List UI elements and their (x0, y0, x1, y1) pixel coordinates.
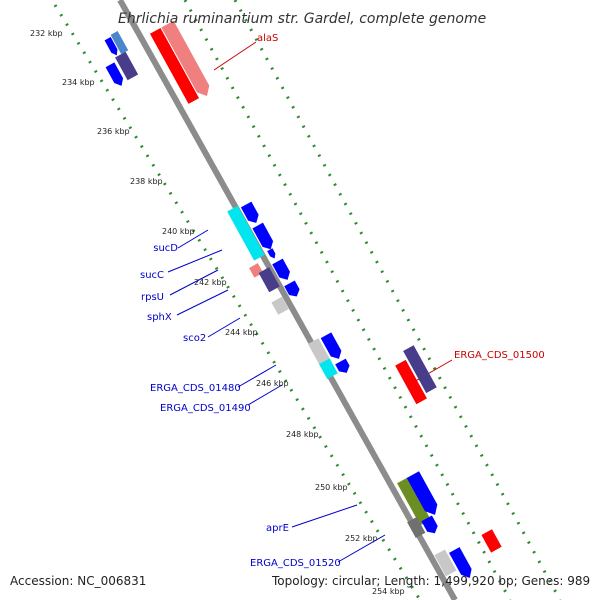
tick-label: 238 kbp (130, 177, 163, 186)
gene-feature (403, 345, 437, 394)
gene-feature (397, 477, 431, 526)
gene-feature (110, 30, 129, 55)
genome-backbone (117, 0, 458, 600)
tick-label: 232 kbp (30, 29, 63, 38)
tick-label: 254 kbp (372, 587, 405, 596)
tick-label: 246 kbp (256, 379, 289, 388)
gene-feature (115, 51, 139, 81)
gene-feature (272, 258, 290, 280)
gene-feature (407, 516, 426, 539)
gene-feature (449, 547, 472, 579)
gene-feature (320, 332, 342, 359)
gene-label-erga-cds-01520[interactable]: ERGA_CDS_01520 (250, 558, 341, 569)
genome-summary: Topology: circular; Length: 1,499,920 bp… (272, 574, 591, 588)
gene-label-erga-cds-01490[interactable]: ERGA_CDS_01490 (160, 403, 251, 414)
gene-feature (252, 222, 274, 250)
gene-label-succ[interactable]: sucC (140, 270, 164, 281)
gene-feature (149, 27, 200, 104)
gene-label-erga-cds-01480[interactable]: ERGA_CDS_01480 (150, 383, 241, 394)
gene-label-erga-cds-01500[interactable]: ERGA_CDS_01500 (454, 350, 545, 361)
gene-feature (395, 359, 427, 405)
tick-label: 252 kbp (345, 534, 378, 543)
tick-label: 250 kbp (315, 483, 348, 492)
tick-label: 244 kbp (225, 328, 258, 337)
gene-feature (434, 549, 457, 577)
gene-track (104, 20, 502, 579)
tick-label: 234 kbp (62, 78, 95, 87)
gene-feature (421, 515, 438, 534)
tick-label: 236 kbp (97, 127, 130, 136)
gene-feature (105, 62, 124, 86)
gene-label-alas[interactable]: alaS (257, 33, 278, 44)
gene-feature (406, 471, 438, 515)
gene-label-sco2[interactable]: sco2 (183, 333, 206, 344)
label-leader-alas (213, 41, 257, 71)
gene-feature (240, 201, 259, 223)
label-leader-lines (167, 229, 386, 563)
gene-feature (258, 267, 280, 293)
gene-label-rpsu[interactable]: rpsU (141, 292, 164, 303)
gene-feature (335, 358, 350, 373)
tick-label: 240 kbp (162, 227, 195, 236)
gene-label-sucd[interactable]: sucD (153, 243, 178, 254)
gene-feature (227, 205, 265, 261)
accession-label: Accession: NC_006831 (10, 574, 147, 588)
gene-feature (271, 296, 289, 315)
ruler-dotted-line-inner (183, 0, 512, 600)
ruler-dotted-line-outer (233, 0, 562, 600)
gene-feature (267, 248, 276, 259)
tick-dotted-line-left (53, 4, 422, 600)
gene-feature (481, 529, 502, 553)
gene-feature (284, 280, 300, 297)
gene-feature (319, 358, 338, 380)
tick-labels: 232 kbp 234 kbp 236 kbp 238 kbp 240 kbp … (30, 29, 405, 596)
gene-label-sphx[interactable]: sphX (147, 312, 172, 323)
gene-feature (161, 20, 210, 96)
gene-feature (104, 37, 118, 56)
tick-label: 242 kbp (194, 278, 227, 287)
tick-label: 248 kbp (286, 430, 319, 439)
map-title: Ehrlichia ruminantium str. Gardel, compl… (118, 11, 486, 27)
gene-label-apre[interactable]: aprE (266, 523, 289, 534)
